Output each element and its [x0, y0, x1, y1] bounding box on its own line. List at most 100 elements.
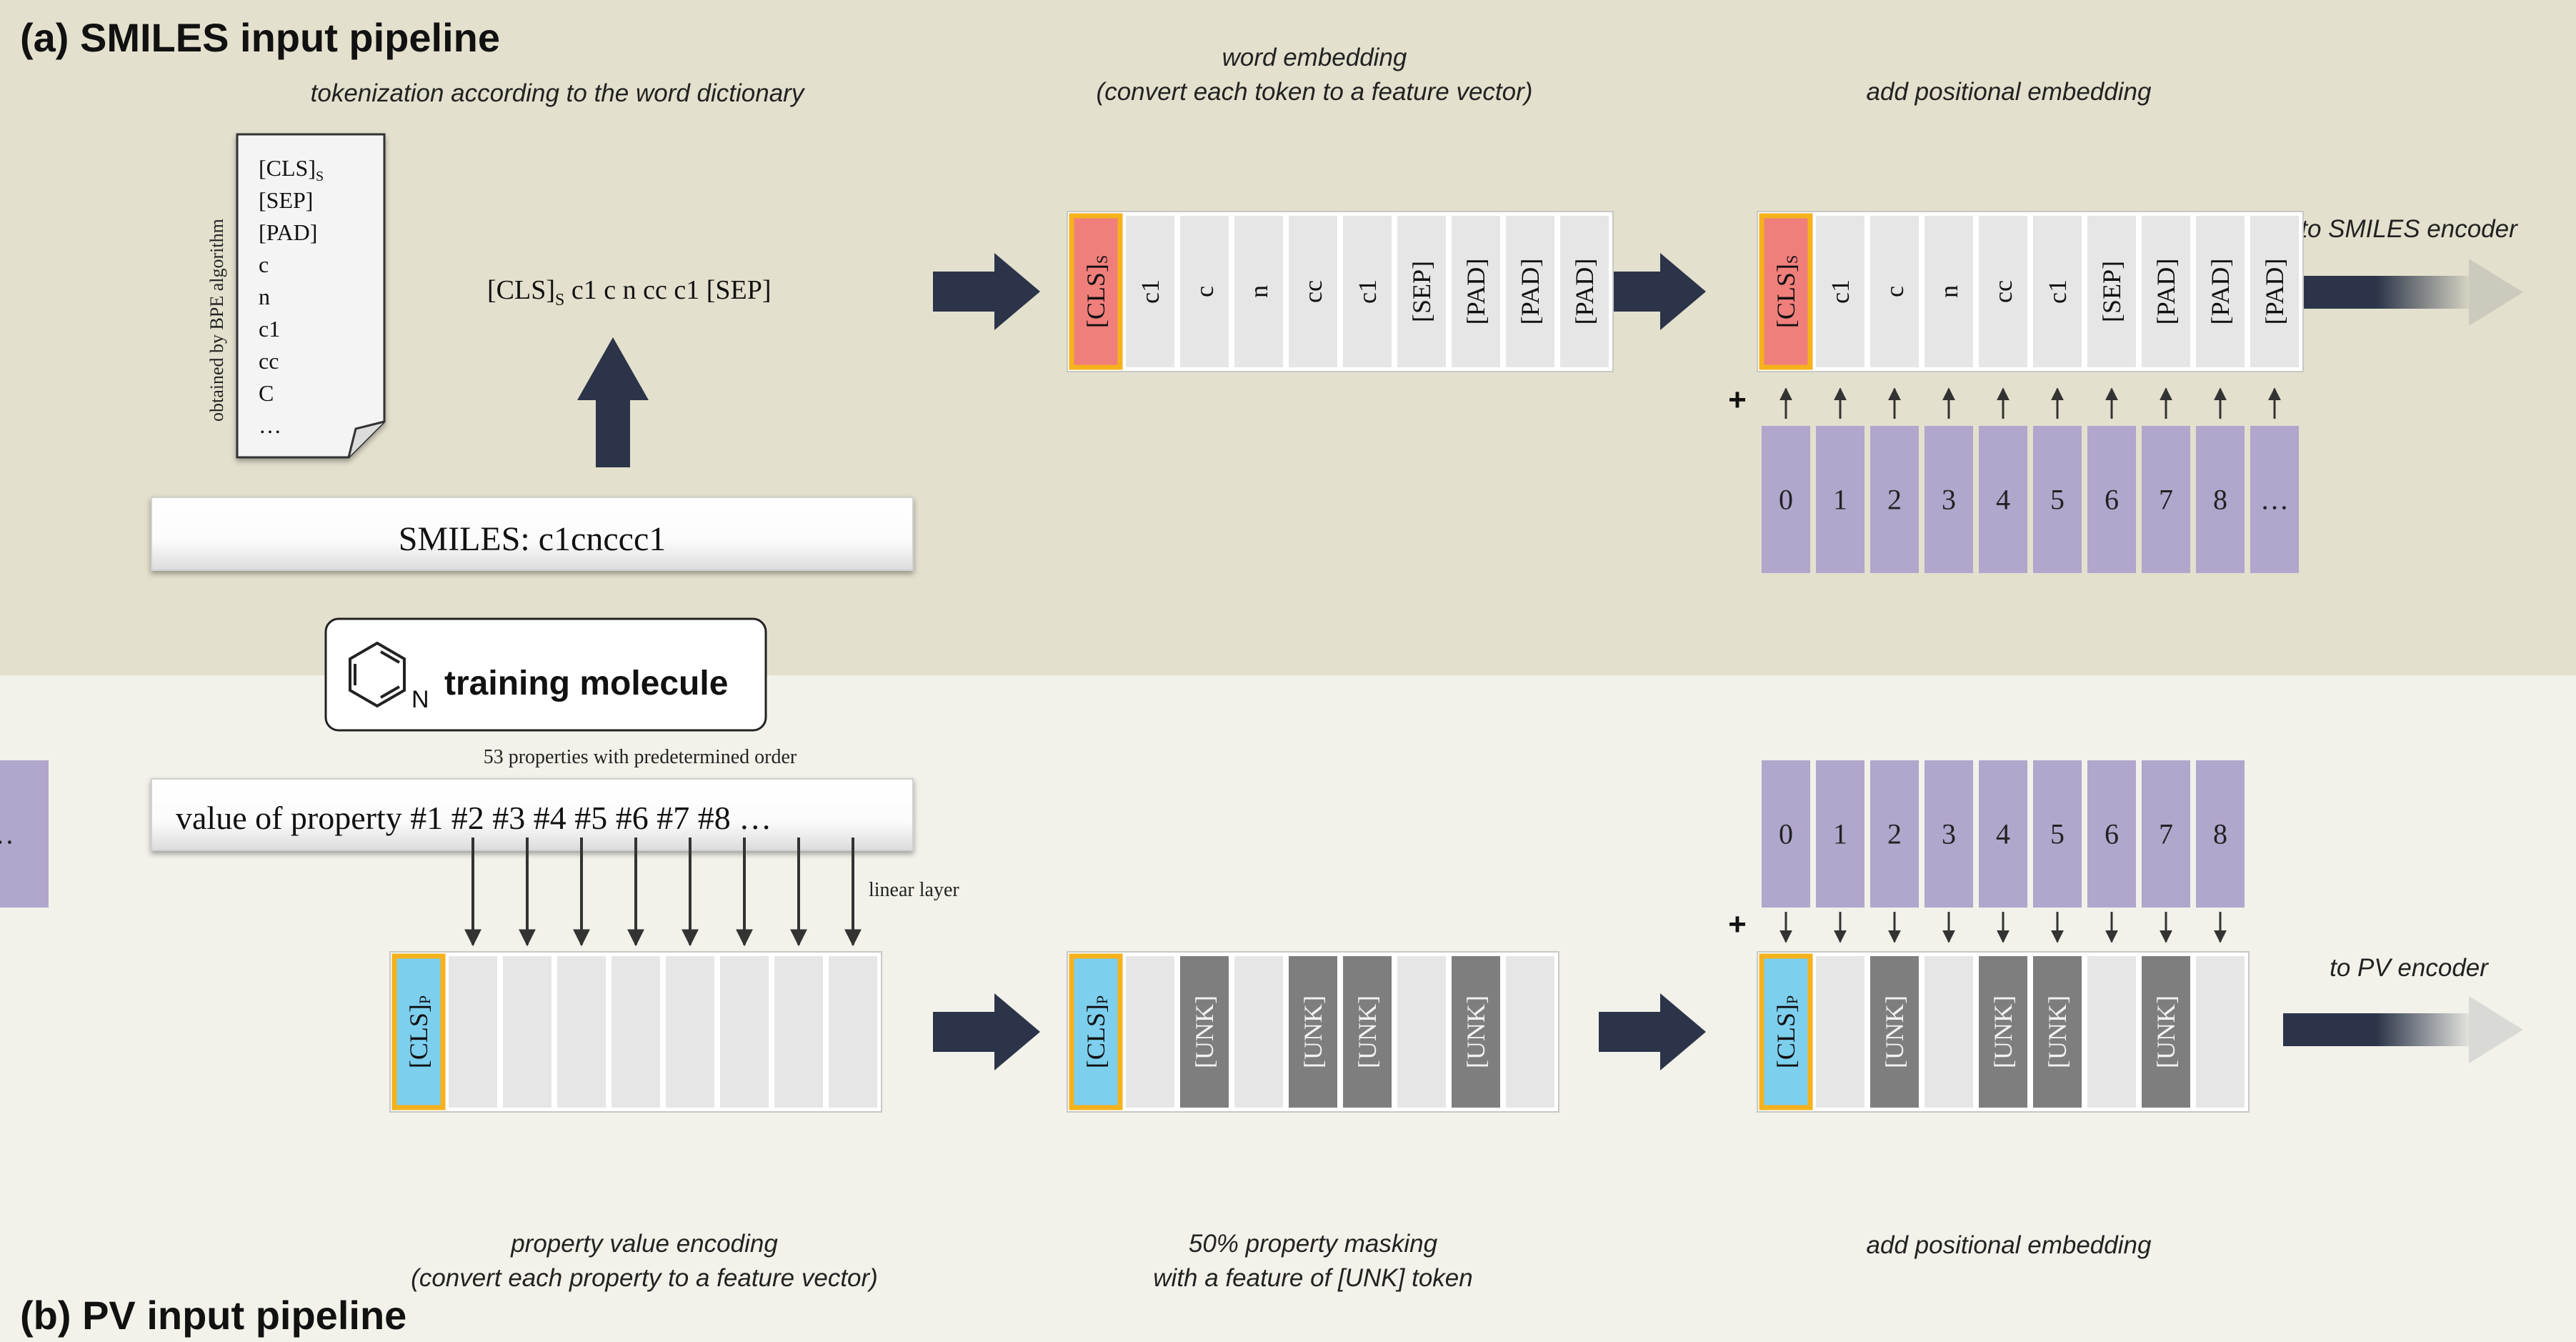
token-cell-label-main: c1 [2043, 279, 2072, 304]
token-cell-label-main: n [1244, 285, 1273, 298]
dictionary-entry: [CLS]S [259, 155, 324, 184]
token-cell-label: c1 [1136, 279, 1164, 304]
smiles-value: c1cnccc1 [539, 520, 667, 558]
position-cell [2196, 426, 2245, 573]
unk-cell [1452, 956, 1500, 1108]
position-index: … [0, 818, 14, 850]
position-cell [1816, 426, 1864, 573]
unk-cell [1979, 956, 2027, 1108]
token-cell-label: [PAD] [1516, 259, 1544, 325]
pyridine-n-label: N [411, 686, 429, 713]
unk-cell-label: [UNK] [1880, 995, 1909, 1068]
unk-cell-label-main: [UNK] [1299, 995, 1327, 1068]
properties-note: 53 properties with predetermined order [484, 746, 797, 768]
cls-token-cell-label-main: [CLS] [1772, 264, 1800, 328]
property-cell [720, 956, 769, 1108]
position-index: 7 [2159, 818, 2173, 850]
position-index: 5 [2050, 484, 2065, 516]
property-cell [774, 956, 823, 1108]
cls-pv-cell-label-sub: P [1093, 995, 1111, 1004]
dictionary-entry-main: c1 [259, 316, 280, 342]
token-cell [1924, 216, 1973, 367]
unk-cell [1343, 956, 1392, 1108]
position-index: 5 [2050, 818, 2065, 850]
property-cell [829, 956, 877, 1108]
position-cell [0, 760, 49, 908]
property-cell [557, 956, 606, 1108]
step1-label: tokenization according to the word dicti… [311, 79, 806, 107]
token-cell-label: n [1244, 285, 1273, 298]
token-cell [1234, 216, 1283, 367]
linear-layer-arrows [464, 837, 862, 947]
smiles-text: SMILES: c1cnccc1 [399, 520, 667, 558]
pyridine-structure-icon [349, 641, 406, 708]
token-cell [1560, 216, 1609, 367]
position-index: 1 [1833, 818, 1847, 850]
pv-positional-embedding: [CLS]P[UNK][UNK][UNK][UNK] [1757, 951, 2250, 1113]
token-cell-label: [PAD] [2152, 259, 2180, 325]
cls-pv-cell [1069, 953, 1123, 1110]
dictionary-entry: c [259, 252, 269, 277]
step3-label-a: add positional embedding [1867, 78, 2152, 106]
position-cell [2142, 426, 2190, 573]
dictionary-entry-main: C [259, 380, 274, 406]
step2-label-b-line1: 50% property masking [1189, 1230, 1438, 1258]
smiles-output-label: to SMILES encoder [2300, 215, 2518, 243]
dictionary-entries: [CLS]S[SEP][PAD]cnc1ccC… [259, 155, 324, 438]
smiles-box [151, 497, 914, 571]
token-cell-label: n [1935, 285, 1963, 298]
token-cell-label-main: [PAD] [1516, 259, 1544, 325]
token-cell [1343, 216, 1392, 367]
position-index: 0 [1779, 484, 1793, 516]
dictionary-entry: [PAD] [259, 219, 317, 245]
cls-token-cell-label: [CLS]S [1082, 255, 1111, 328]
property-cell [1234, 956, 1283, 1108]
property-values-text: value of property #1 #2 #3 #4 #5 #6 #7 #… [176, 800, 772, 836]
token-cell [1180, 216, 1229, 367]
unk-cell-label-main: [UNK] [1462, 995, 1490, 1068]
unk-cell-label: [UNK] [1462, 995, 1490, 1068]
token-cell-label: [PAD] [2260, 259, 2289, 325]
position-cell [1870, 760, 1919, 908]
dictionary-entry-main: [PAD] [259, 219, 317, 245]
tokenized-cls: [CLS] [487, 275, 555, 305]
pv-output-label: to PV encoder [2330, 954, 2489, 982]
unk-cell [2142, 956, 2190, 1108]
position-index: 1 [1833, 484, 1847, 516]
dictionary-entry-main: [SEP] [259, 187, 313, 213]
cls-token-cell-label: [CLS]S [1772, 255, 1801, 328]
token-cell [2087, 216, 2136, 367]
position-index: … [2260, 484, 2289, 516]
section-b-title: (b) PV input pipeline [20, 1293, 406, 1338]
property-cell [666, 956, 714, 1108]
cls-token-cell-label-sub: S [1093, 255, 1111, 264]
token-cell-label-main: c [1190, 286, 1219, 297]
unk-cell [1870, 956, 1919, 1108]
dictionary-side-label: obtained by BPE algorithm [206, 219, 227, 422]
unk-cell-label: [UNK] [1353, 995, 1382, 1068]
cls-pv-cell-label-sub: P [416, 995, 434, 1004]
token-cell-label: cc [1299, 280, 1327, 303]
unk-cell-label: [UNK] [1299, 995, 1327, 1068]
position-cell [2087, 426, 2136, 573]
token-cell-label: c [1880, 286, 1909, 297]
unk-cell-label: [UNK] [2152, 995, 2180, 1068]
token-cell-label-main: [PAD] [1570, 259, 1599, 325]
tokenized-rest: c1 c n cc c1 [SEP] [564, 275, 771, 305]
cls-pv-cell-label: [CLS]P [404, 995, 434, 1068]
token-cell-label-main: [SEP] [1407, 261, 1436, 322]
property-masking: [CLS]P[UNK][UNK][UNK][UNK] [1067, 951, 1559, 1113]
token-cell [1126, 216, 1174, 367]
position-index: 6 [2105, 484, 2119, 516]
positional-add-arrows-b [1779, 912, 2227, 943]
token-cell-label-main: n [1935, 285, 1963, 298]
smiles-output-arrow-body [2283, 276, 2469, 309]
tokenized-cls-sub: S [555, 291, 564, 309]
cls-pv-cell-label-main: [CLS] [1082, 1004, 1110, 1068]
token-cell-label: cc [1989, 280, 2017, 303]
position-cell [2033, 426, 2082, 573]
token-cell-label: [PAD] [1462, 259, 1490, 325]
unk-cell-label-main: [UNK] [2043, 995, 2072, 1068]
token-cell-label: [SEP] [2097, 261, 2126, 322]
